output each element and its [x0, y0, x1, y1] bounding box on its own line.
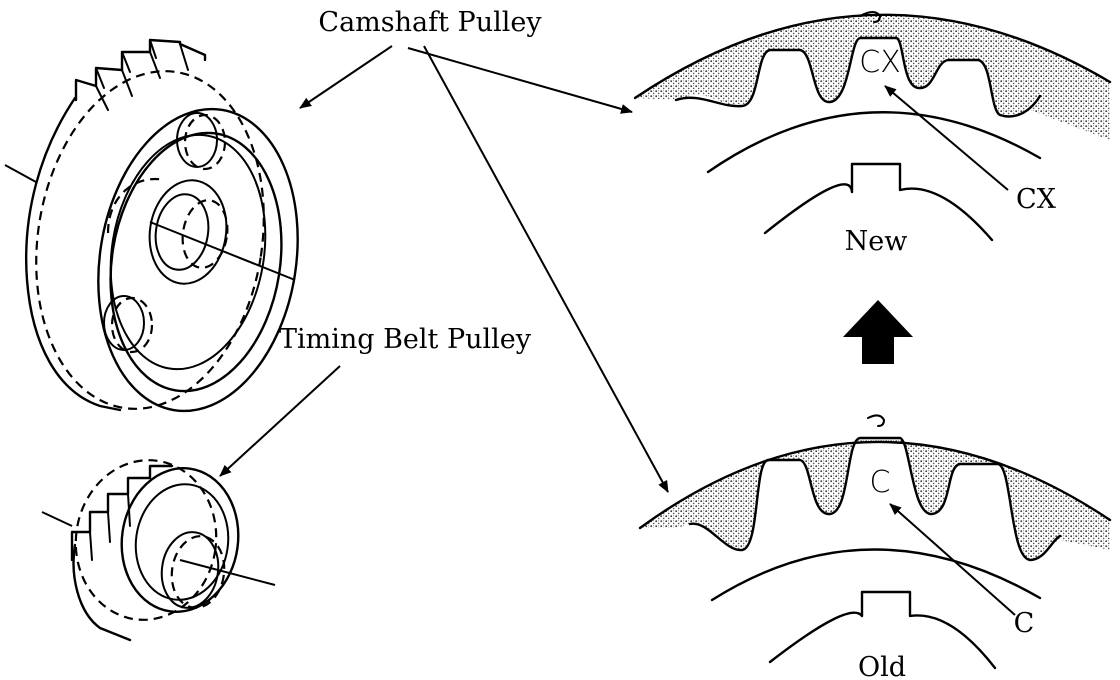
old-pulley-detail: C C Old	[638, 414, 1112, 680]
old-callout-leader	[889, 503, 1016, 616]
camshaft-leader-new	[407, 47, 633, 114]
camshaft-pulley-label: Camshaft Pulley	[318, 7, 542, 38]
timing-belt-leader	[219, 365, 341, 477]
camshaft-pulley-drawing	[4, 38, 299, 413]
new-pulley-stamp: CX	[859, 45, 901, 80]
camshaft-leader-left	[299, 45, 393, 109]
timing-belt-pulley-label: Timing Belt Pulley	[279, 324, 532, 355]
old-callout-label: C	[1014, 608, 1035, 639]
new-pulley-detail: CX CX New	[633, 11, 1112, 257]
old-pulley-stamp: C	[870, 465, 891, 500]
new-caption: New	[845, 226, 908, 257]
new-callout-label: CX	[1016, 184, 1057, 215]
timing-belt-pulley-drawing	[41, 459, 276, 642]
old-caption: Old	[858, 652, 906, 680]
camshaft-leader-old	[423, 45, 669, 493]
new-callout-leader	[884, 85, 1009, 191]
up-arrow-icon	[843, 300, 913, 364]
